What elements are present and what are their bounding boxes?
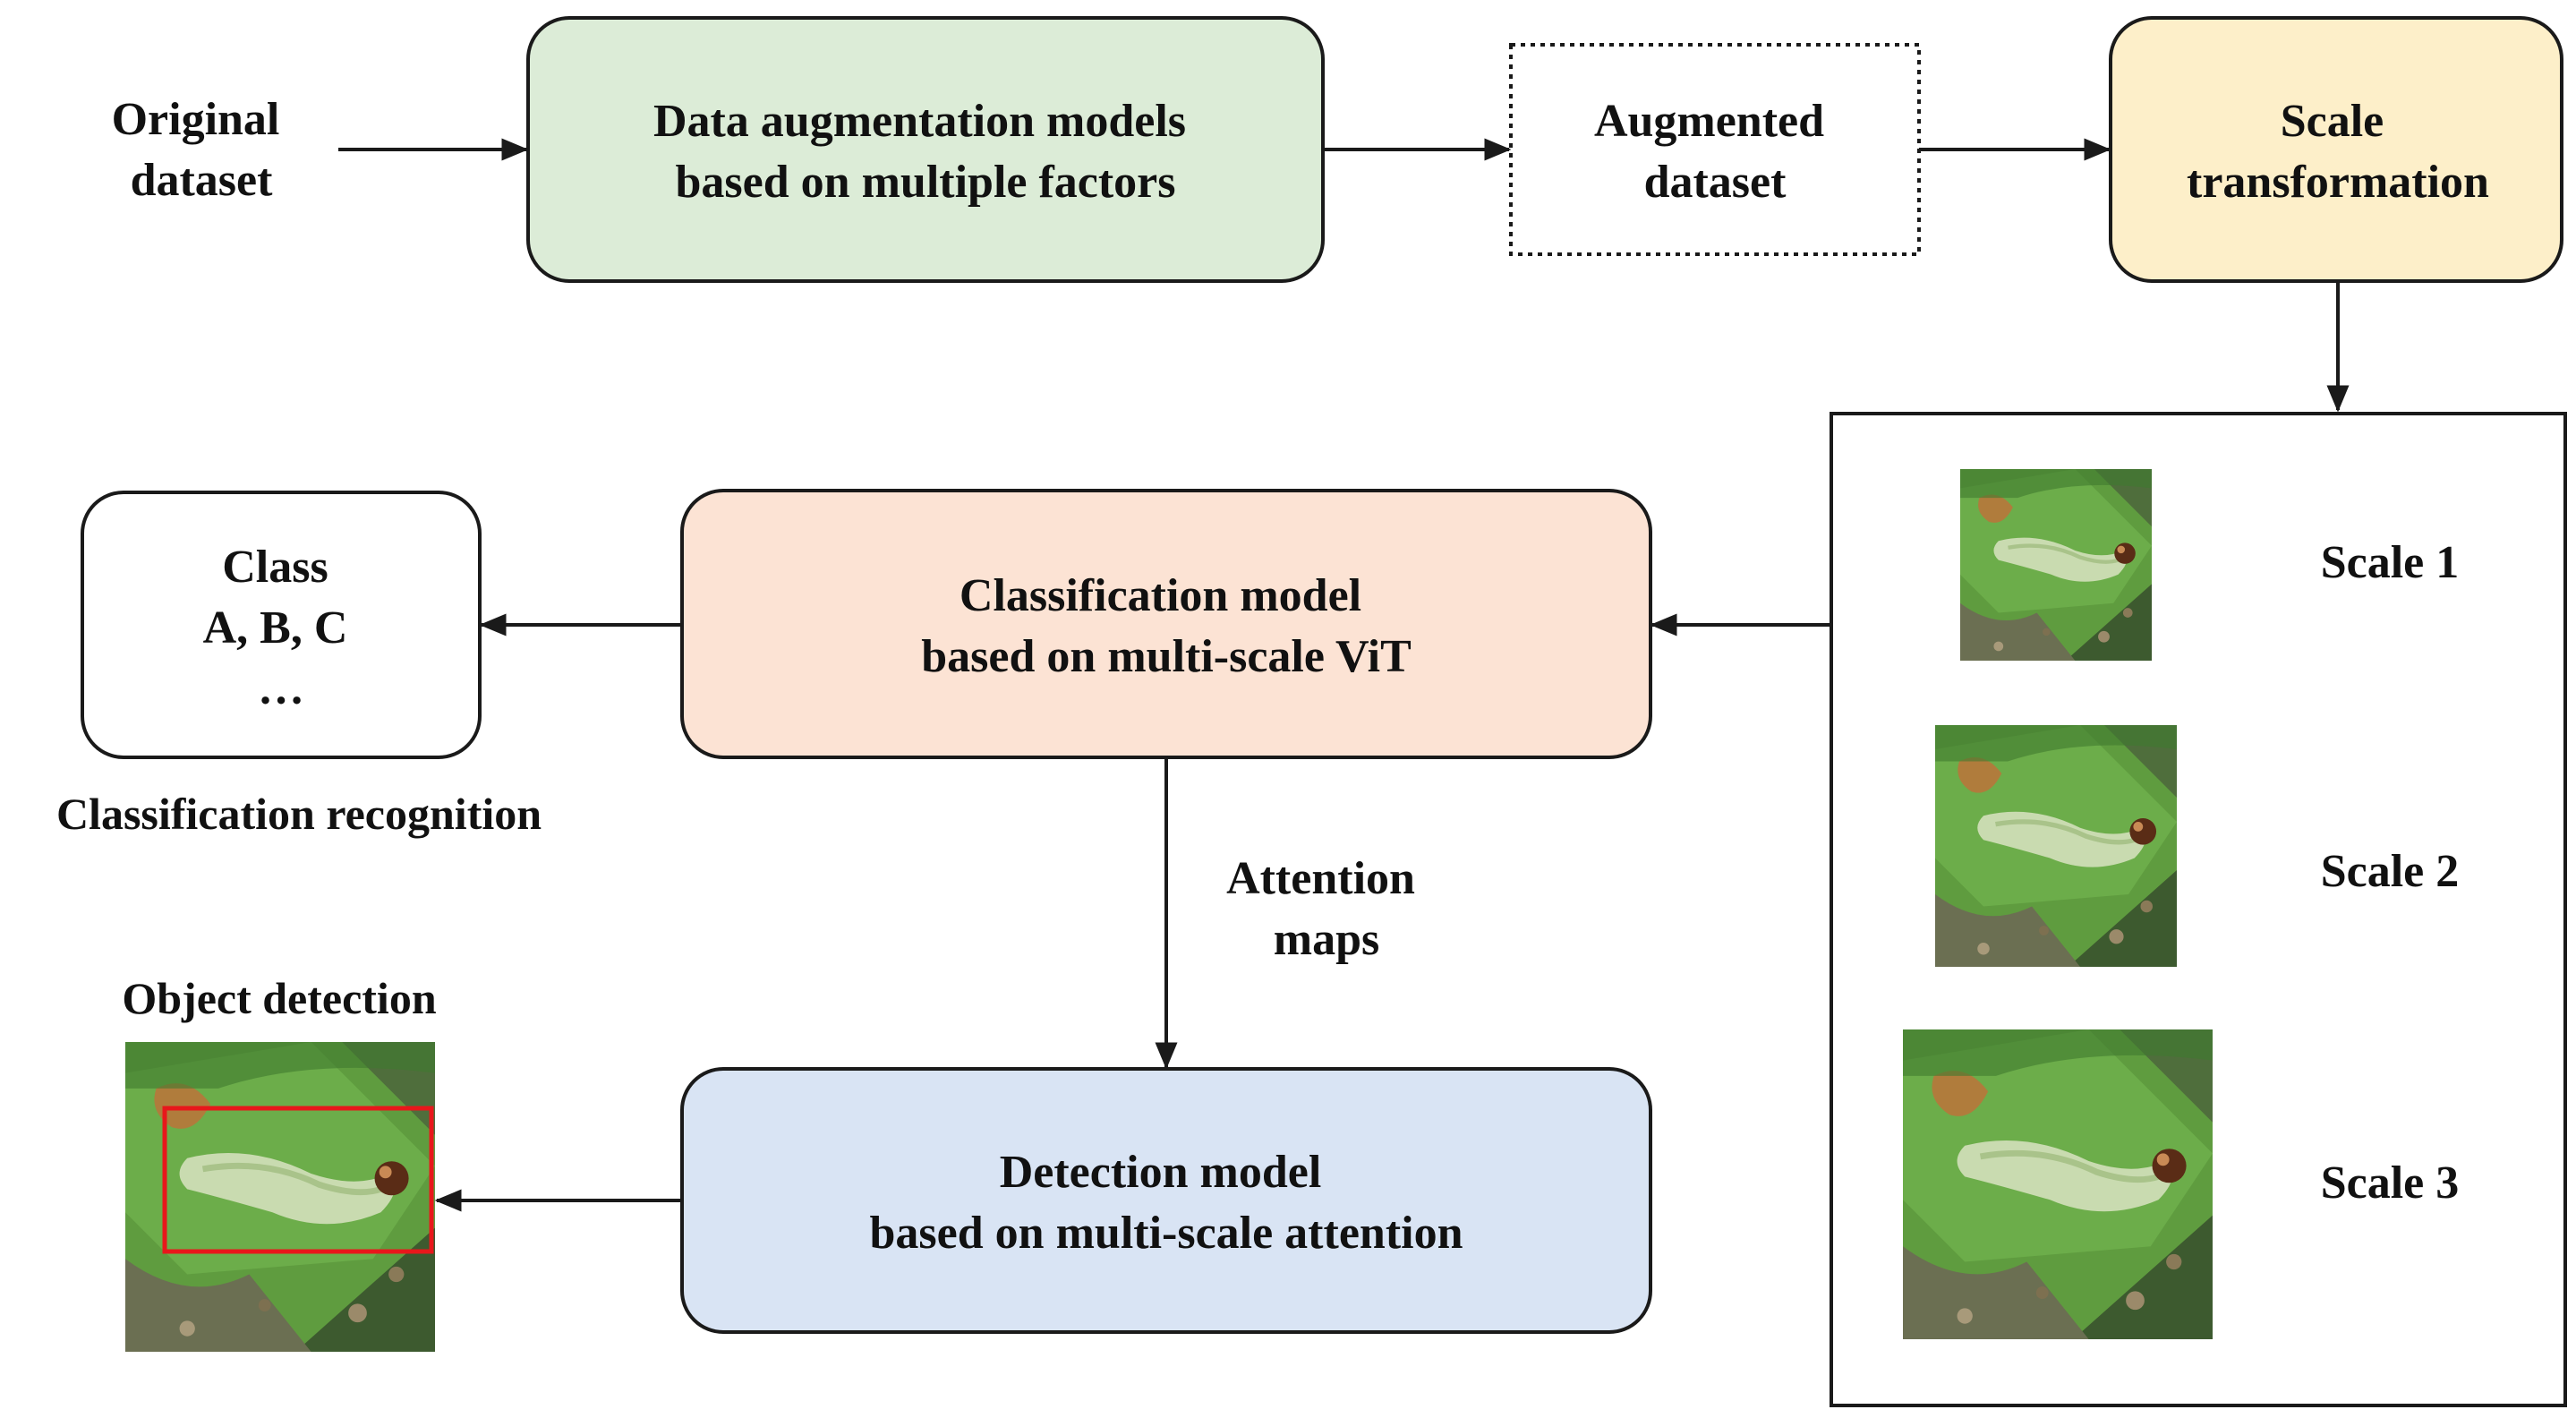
scales-panel: Scale 1 Scale 2 Scale 3 [1830, 412, 2567, 1407]
object-detection-image [125, 1042, 435, 1352]
scale-3-label: Scale 3 [2321, 1157, 2460, 1209]
scale-transformation-node[interactable]: Scale transformation [2109, 16, 2563, 283]
augmented-dataset-label: Augmented dataset [1594, 96, 1836, 208]
classification-recognition-label: Classification recognition [56, 789, 542, 839]
augmentation-node[interactable]: Data augmentation models based on multip… [526, 16, 1325, 283]
scale-2-image [1935, 725, 2177, 967]
class-output-node[interactable]: Class A, B, C … [81, 491, 482, 759]
scale-1-label: Scale 1 [2321, 537, 2460, 588]
scale-transformation-label: Scale transformation [2187, 96, 2489, 208]
scale-3-image [1903, 1029, 2213, 1339]
augmented-dataset-node[interactable]: Augmented dataset [1509, 43, 1921, 256]
scale-2-label: Scale 2 [2321, 846, 2460, 897]
classification-model-label: Classification model based on multi-scal… [921, 570, 1412, 682]
detection-model-node[interactable]: Detection model based on multi-scale att… [680, 1067, 1652, 1334]
scale-1-image [1960, 469, 2152, 661]
original-dataset-label: Original dataset [112, 94, 292, 206]
detection-bounding-box [162, 1106, 434, 1254]
attention-maps-label: Attention maps [1226, 853, 1427, 965]
classification-model-node[interactable]: Classification model based on multi-scal… [680, 489, 1652, 759]
augmentation-node-label: Data augmentation models based on multip… [653, 96, 1198, 208]
detection-model-label: Detection model based on multi-scale att… [870, 1147, 1463, 1259]
object-detection-label: Object detection [122, 973, 436, 1023]
class-output-label: Class A, B, C … [203, 542, 360, 714]
